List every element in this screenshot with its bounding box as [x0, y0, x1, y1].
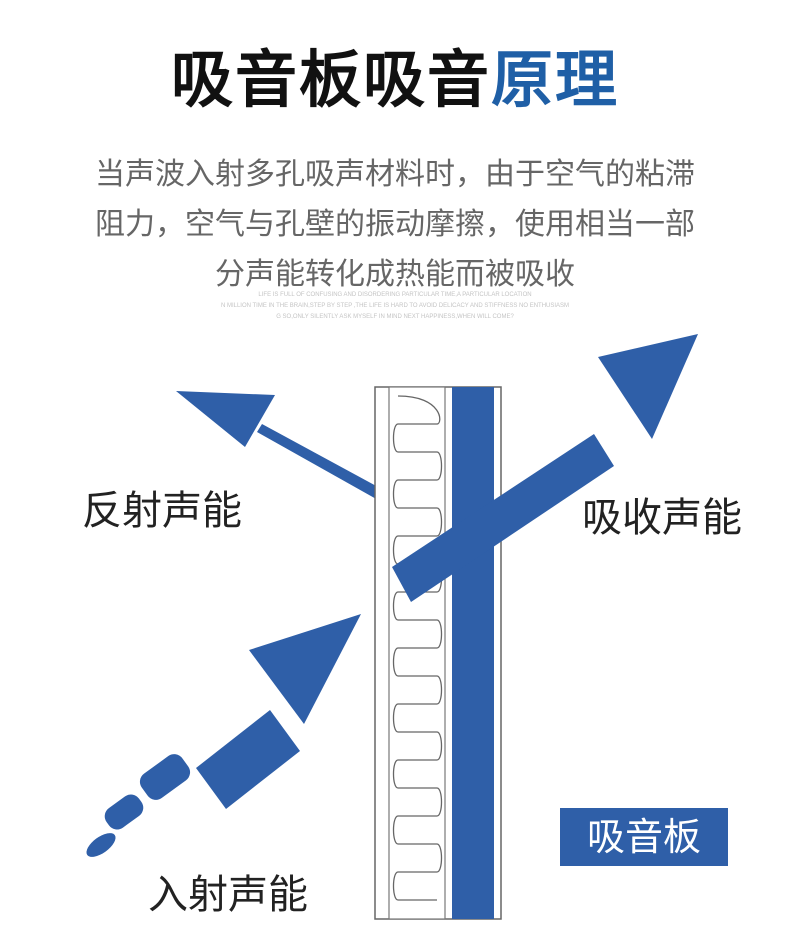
title-part2: 原理 — [491, 43, 620, 116]
fine-print: LIFE IS FULL OF CONFUSING AND DISORDERIN… — [150, 290, 640, 323]
fine-print-line-2: N MILLION TIME IN THE BRAIN,STEP BY STEP… — [220, 303, 570, 309]
description-line-2: 阻力，空气与孔壁的振动摩擦，使用相当一部 — [95, 207, 695, 242]
panel-backing — [452, 387, 494, 919]
absorbed-arrow — [392, 334, 698, 602]
fine-print-line-1: LIFE IS FULL OF CONFUSING AND DISORDERIN… — [258, 292, 532, 298]
description-line-3: 分声能转化成热能而被吸收 — [215, 257, 575, 292]
incident-arrow — [86, 614, 361, 857]
title-part1: 吸音板吸音 — [170, 43, 491, 116]
absorbed-energy-label: 吸收声能 — [582, 495, 742, 541]
incident-dash-1 — [139, 754, 191, 800]
fine-print-line-3: G SO,ONLY SILENTLY ASK MYSELF IN MIND NE… — [276, 314, 514, 320]
description-line-1: 当声波入射多孔吸声材料时，由于空气的粘滞 — [95, 157, 695, 192]
page-title: 吸音板吸音原理 — [0, 40, 790, 120]
description: 当声波入射多孔吸声材料时，由于空气的粘滞 阻力，空气与孔壁的振动摩擦，使用相当一… — [60, 150, 730, 300]
panel-label: 吸音板 — [560, 808, 728, 866]
fiber-wave — [392, 395, 443, 901]
incident-energy-label: 入射声能 — [148, 872, 308, 918]
porous-layer — [388, 386, 446, 920]
incident-dash-3 — [86, 833, 116, 857]
reflected-energy-label: 反射声能 — [82, 488, 242, 534]
incident-dash-2 — [104, 794, 144, 830]
